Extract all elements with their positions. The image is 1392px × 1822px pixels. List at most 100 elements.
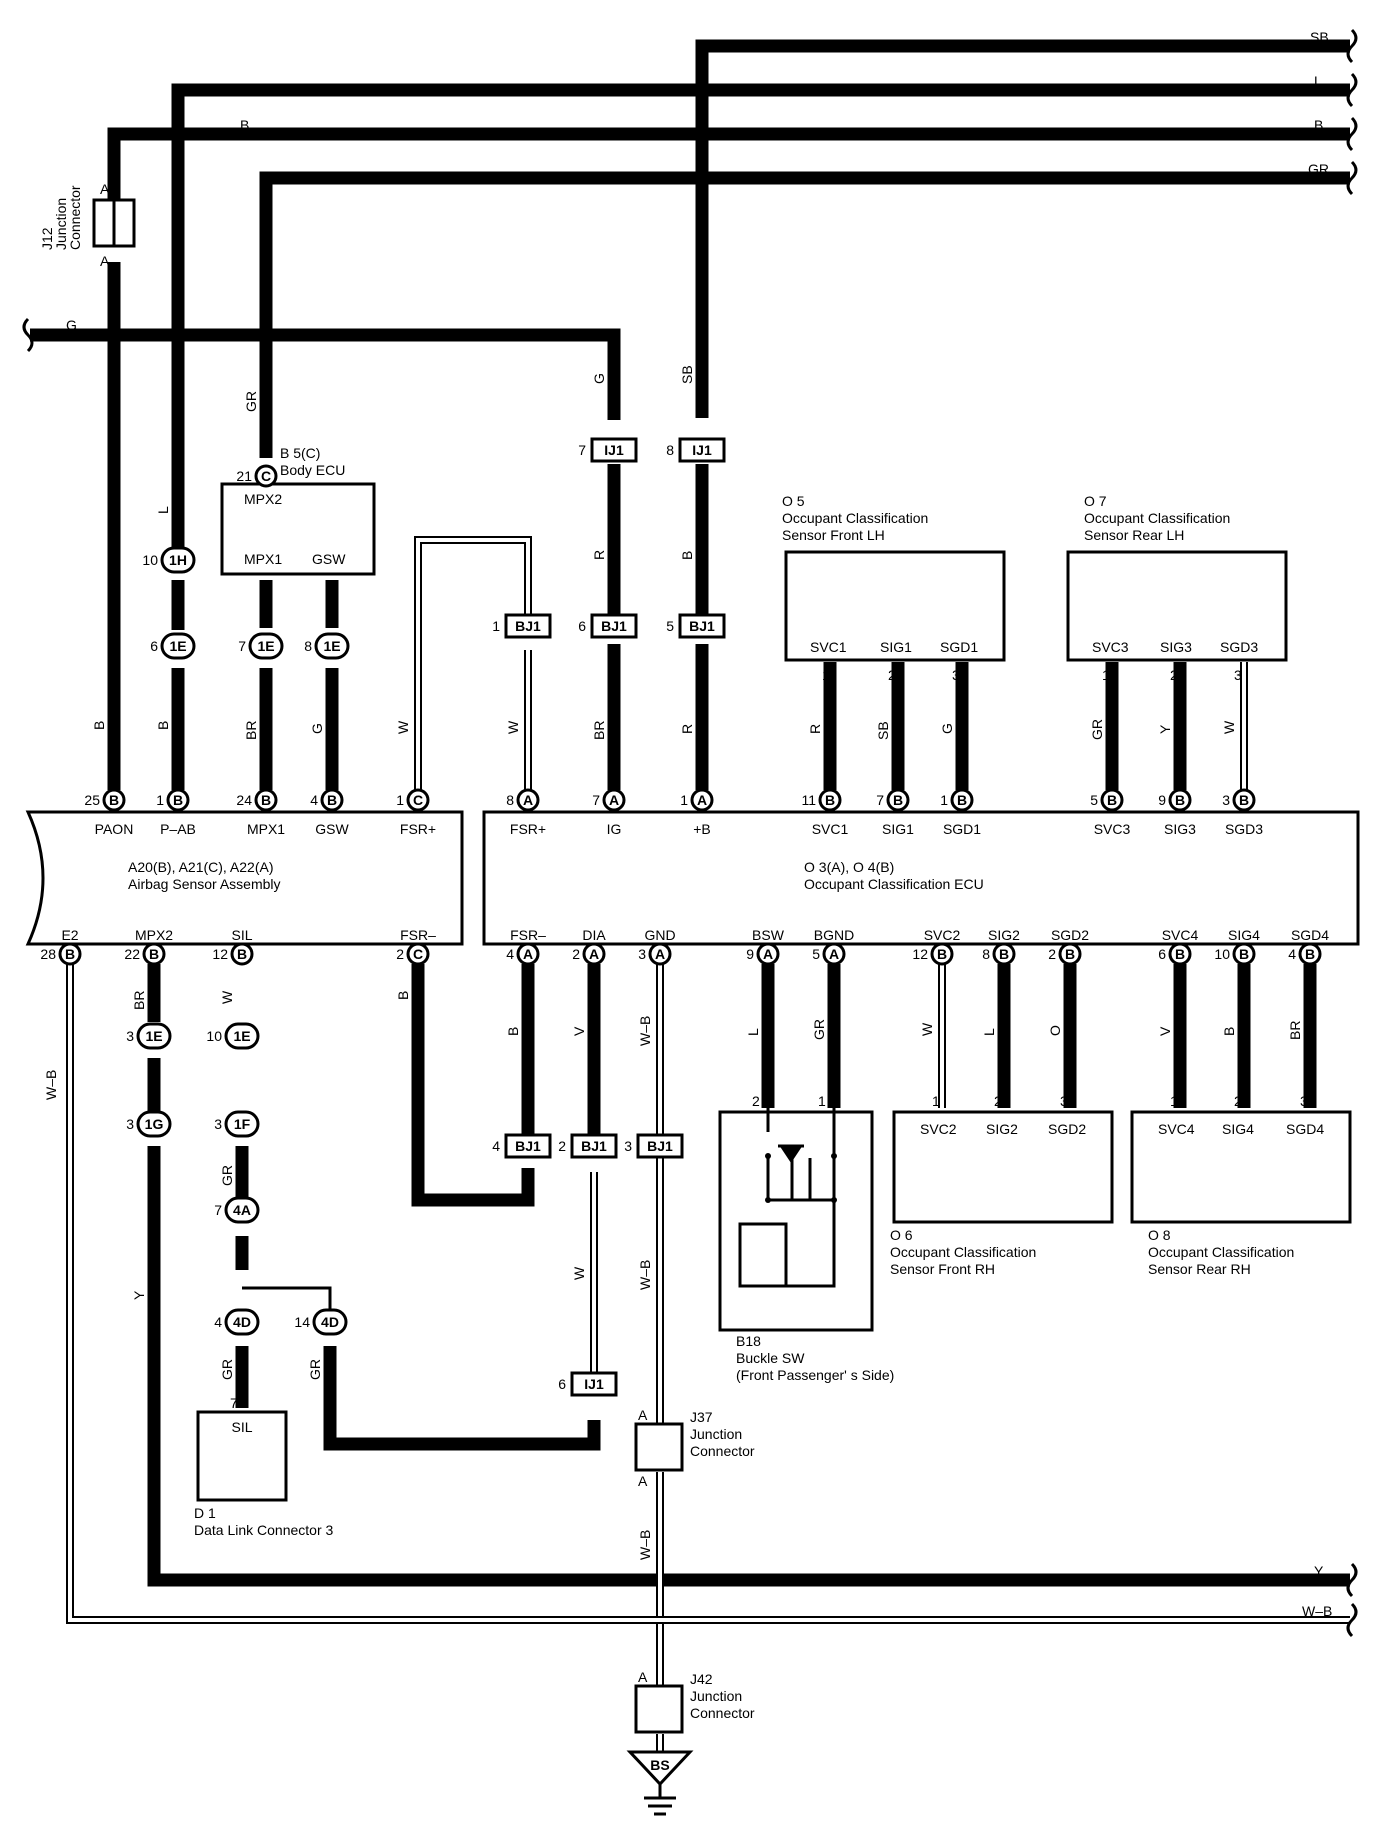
svg-text:SGD1: SGD1	[943, 821, 981, 837]
svg-text:SGD1: SGD1	[940, 639, 978, 655]
svg-text:IJ1: IJ1	[692, 442, 712, 458]
svg-text:B 5(C): B 5(C)	[280, 445, 320, 461]
svg-text:Sensor Rear LH: Sensor Rear LH	[1084, 527, 1184, 543]
svg-text:Y: Y	[1157, 724, 1173, 734]
wire-b-top	[107, 127, 1350, 200]
svg-text:SIG3: SIG3	[1164, 821, 1196, 837]
svg-text:Buckle SW: Buckle SW	[736, 1350, 805, 1366]
svg-text:SGD2: SGD2	[1051, 927, 1089, 943]
body-ecu: MPX2 MPX1 GSW B 5(C) Body ECU	[220, 445, 376, 576]
svg-text:L: L	[745, 1028, 761, 1036]
svg-text:SGD4: SGD4	[1291, 927, 1329, 943]
svg-text:2: 2	[558, 1138, 566, 1154]
svg-text:1: 1	[156, 792, 164, 808]
svg-text:B: B	[173, 792, 183, 808]
svg-text:SVC4: SVC4	[1158, 1121, 1195, 1137]
svg-text:4: 4	[214, 1314, 222, 1330]
svg-text:W: W	[571, 1266, 587, 1280]
wire-l-top	[171, 83, 1350, 552]
svg-text:C: C	[413, 946, 423, 962]
pin-sig1: B7	[876, 788, 910, 812]
pin-sig2: B8	[982, 942, 1016, 966]
svg-text:O 6: O 6	[890, 1227, 913, 1243]
svg-text:7: 7	[578, 442, 586, 458]
svg-text:BJ1: BJ1	[515, 618, 541, 634]
svg-text:SVC2: SVC2	[920, 1121, 957, 1137]
svg-text:FSR–: FSR–	[400, 927, 436, 943]
svg-text:G: G	[309, 723, 325, 734]
svg-text:B: B	[825, 792, 835, 808]
svg-text:B: B	[149, 946, 159, 962]
svg-text:B: B	[155, 721, 171, 730]
pin-sil: B12	[212, 942, 254, 966]
svg-text:GR: GR	[1089, 719, 1105, 740]
svg-text:SB: SB	[679, 365, 695, 384]
pin-e2: B28	[40, 942, 82, 966]
svg-text:BJ1: BJ1	[515, 1138, 541, 1154]
white-wires	[66, 536, 1350, 1780]
svg-text:+B: +B	[693, 821, 711, 837]
svg-text:O 7: O 7	[1084, 493, 1107, 509]
svg-text:6: 6	[150, 638, 158, 654]
pin-sgd1: B1	[940, 788, 974, 812]
svg-text:A: A	[523, 792, 533, 808]
svg-text:5: 5	[666, 618, 674, 634]
svg-text:W–B: W–B	[1302, 1603, 1332, 1619]
pin-fsr-plus: C1	[396, 788, 430, 812]
svg-text:O 3(A), O 4(B): O 3(A), O 4(B)	[804, 859, 894, 875]
svg-text:B: B	[91, 721, 107, 730]
pin-body-ecu-21: C21	[236, 464, 278, 488]
svg-text:G: G	[66, 317, 77, 333]
svg-text:MPX2: MPX2	[135, 927, 173, 943]
svg-text:R: R	[679, 724, 695, 734]
wire-y	[147, 1146, 1350, 1587]
wire-fsr-minus	[411, 964, 535, 1207]
wire-gr-top	[259, 171, 1350, 458]
svg-text:Connector: Connector	[67, 185, 83, 250]
pin-mpx2: B22	[124, 942, 166, 966]
svg-text:B: B	[1065, 946, 1075, 962]
svg-text:24: 24	[236, 792, 252, 808]
svg-text:R: R	[591, 550, 607, 560]
svg-text:Junction: Junction	[690, 1688, 742, 1704]
svg-text:J12: J12	[39, 227, 55, 250]
svg-text:B: B	[1239, 946, 1249, 962]
break-marks	[22, 28, 1358, 1638]
svg-text:4: 4	[492, 1138, 500, 1154]
svg-text:O 8: O 8	[1148, 1227, 1171, 1243]
svg-text:B: B	[957, 792, 967, 808]
conn-1f: 1F3	[214, 1110, 260, 1138]
pin-gnd: A3	[638, 942, 672, 966]
svg-text:E2: E2	[61, 927, 78, 943]
svg-text:SB: SB	[875, 721, 891, 740]
pin-e-fsr-plus: A8	[506, 788, 540, 812]
svg-text:GSW: GSW	[312, 551, 346, 567]
svg-text:GR: GR	[243, 391, 259, 412]
pin-paon: B25	[84, 788, 126, 812]
svg-text:Connector: Connector	[690, 1705, 755, 1721]
svg-text:3: 3	[1222, 792, 1230, 808]
svg-text:12: 12	[212, 946, 228, 962]
svg-text:1: 1	[822, 667, 830, 683]
svg-text:B: B	[109, 792, 119, 808]
svg-text:BS: BS	[650, 1757, 669, 1773]
svg-text:BJ1: BJ1	[689, 618, 715, 634]
svg-text:9: 9	[746, 946, 754, 962]
svg-text:8: 8	[304, 638, 312, 654]
wire-g	[30, 328, 621, 420]
svg-text:C: C	[413, 792, 423, 808]
svg-text:Occupant Classification: Occupant Classification	[1084, 510, 1230, 526]
svg-text:A: A	[763, 946, 773, 962]
svg-text:4: 4	[506, 946, 514, 962]
svg-text:Sensor Rear RH: Sensor Rear RH	[1148, 1261, 1251, 1277]
svg-text:SGD3: SGD3	[1220, 639, 1258, 655]
svg-text:10: 10	[142, 552, 158, 568]
svg-text:2: 2	[1170, 667, 1178, 683]
svg-text:V: V	[1157, 1026, 1173, 1036]
svg-text:B: B	[1221, 1027, 1237, 1036]
occupant-classification-ecu: O 3(A), O 4(B) Occupant Classification E…	[482, 810, 1360, 946]
